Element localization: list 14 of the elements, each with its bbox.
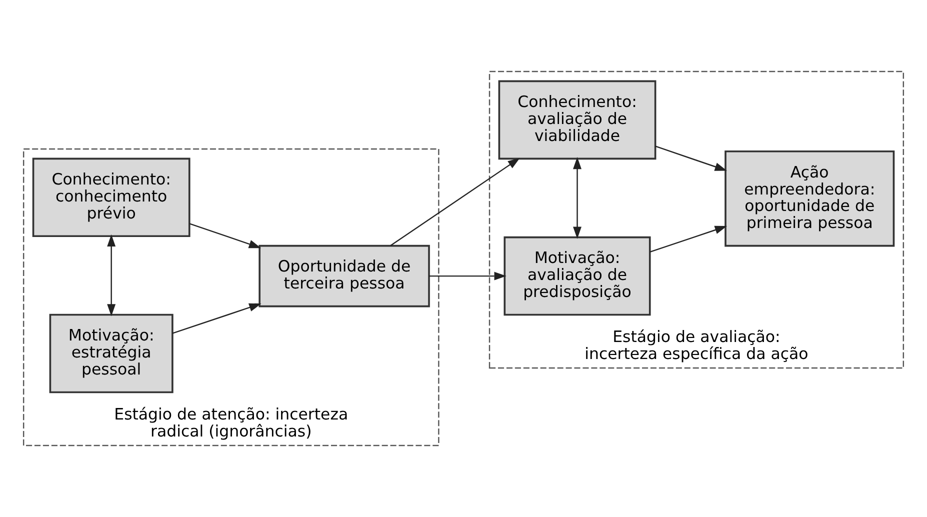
arrow	[573, 156, 582, 239]
arrow	[650, 226, 728, 253]
arrow	[107, 234, 116, 316]
node-box: Motivação: avaliação de predisposição	[504, 236, 651, 316]
node-box: Motivação: estratégia pessoal	[49, 314, 174, 394]
node-box: Conhecimento: avaliação de viabilidade	[498, 80, 656, 160]
arrow	[429, 272, 506, 280]
arrow	[172, 303, 262, 334]
node-box: Ação empreendedora: oportunidade de primeira pessoa	[724, 150, 895, 247]
node-box: Conhecimento: conhecimento prévio	[32, 158, 190, 238]
node-box: Oportunidade de terceira pessoa	[258, 244, 430, 308]
arrow	[189, 223, 262, 248]
arrow	[390, 158, 520, 246]
arrow	[655, 146, 728, 171]
